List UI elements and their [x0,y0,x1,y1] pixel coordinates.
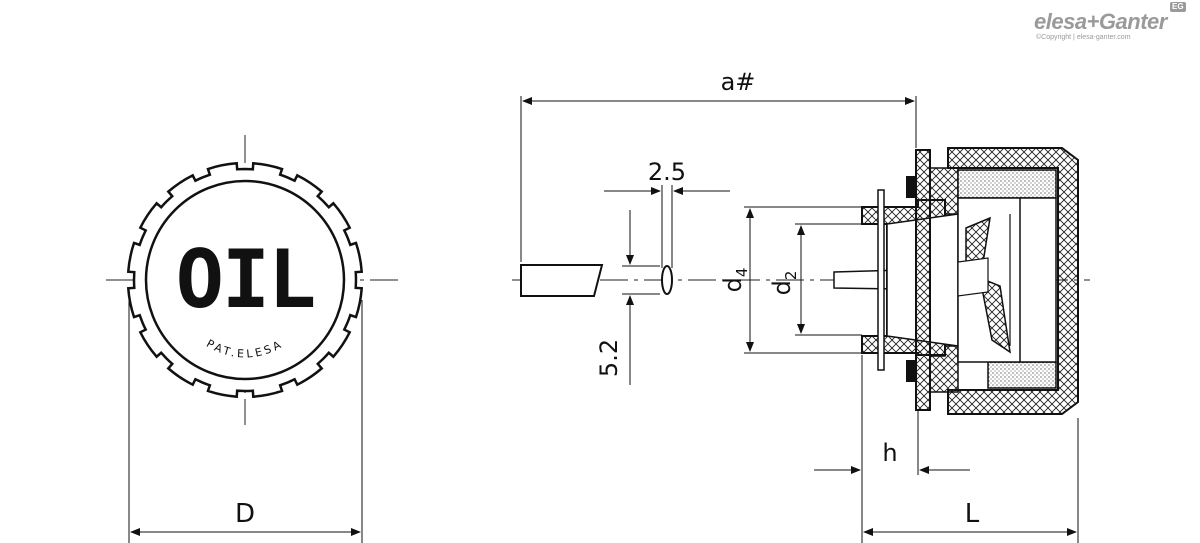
dipstick-stub [520,264,604,297]
seal-top [906,176,916,198]
d2-label: d2 [768,271,800,296]
gasket-plate [877,189,885,371]
slot-width-label: 2.5 [648,158,686,186]
filter-bottom [987,361,1057,389]
cap-shell [947,147,1079,415]
brand-name: elesa+Ganter [1034,9,1167,34]
slot-section [661,265,673,295]
section-view: a# 2.5 5.2 d4 d2 [512,68,1090,543]
slot-height-label: 5.2 [595,339,623,377]
d4-label: d4 [719,268,751,293]
cap-text: OIL [176,233,315,326]
cap-inner-top [929,167,959,215]
inner-face [144,179,346,381]
d-label: D [235,499,255,529]
a-label: a# [721,68,756,96]
brand-badge: EG [1170,2,1186,12]
plug-collar [915,149,931,411]
baffle-center [957,257,989,297]
filter-top [957,169,1057,199]
h-label: h [882,439,897,467]
seal-bottom [906,360,916,382]
brand-logo: elesa+Ganter EG ©Copyright | elesa-gante… [1034,2,1194,41]
front-view: OIL PAT.ELESA D [106,135,398,543]
l-label: L [965,499,980,529]
brand-copyright: ©Copyright | elesa-ganter.com [1036,34,1131,41]
baffle-lower [979,276,1011,354]
